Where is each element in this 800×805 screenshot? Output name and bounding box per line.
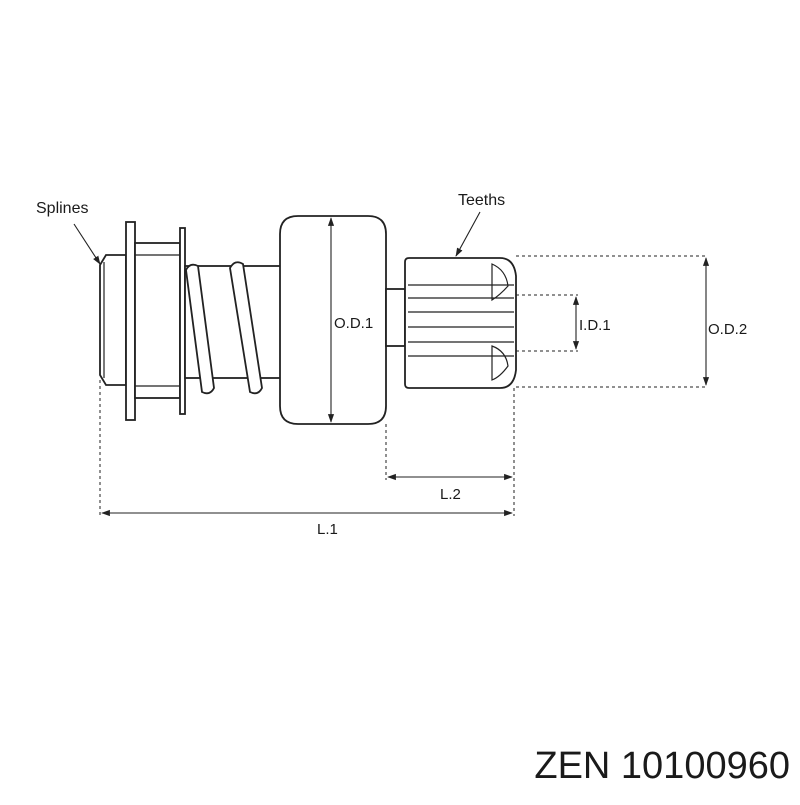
od2-label: O.D.2 [708,321,747,338]
pinion-drive-body [99,215,517,425]
teeths-label: Teeths [458,192,505,209]
teeths-leader [455,211,481,257]
splines-label: Splines [36,200,88,217]
od1-label: O.D.1 [334,315,373,332]
dimension-lines [73,211,710,517]
pinion-neck [385,288,406,347]
clutch-hub [134,242,181,399]
flange-plate [125,221,136,421]
splines-leader [73,223,101,265]
pinion-gear [404,257,517,389]
l1-label: L.1 [317,521,338,538]
helical-spring [185,261,263,395]
part-number-caption: ZEN 10100960 [534,745,790,787]
l2-label: L.2 [440,486,461,503]
id1-label: I.D.1 [579,317,611,334]
